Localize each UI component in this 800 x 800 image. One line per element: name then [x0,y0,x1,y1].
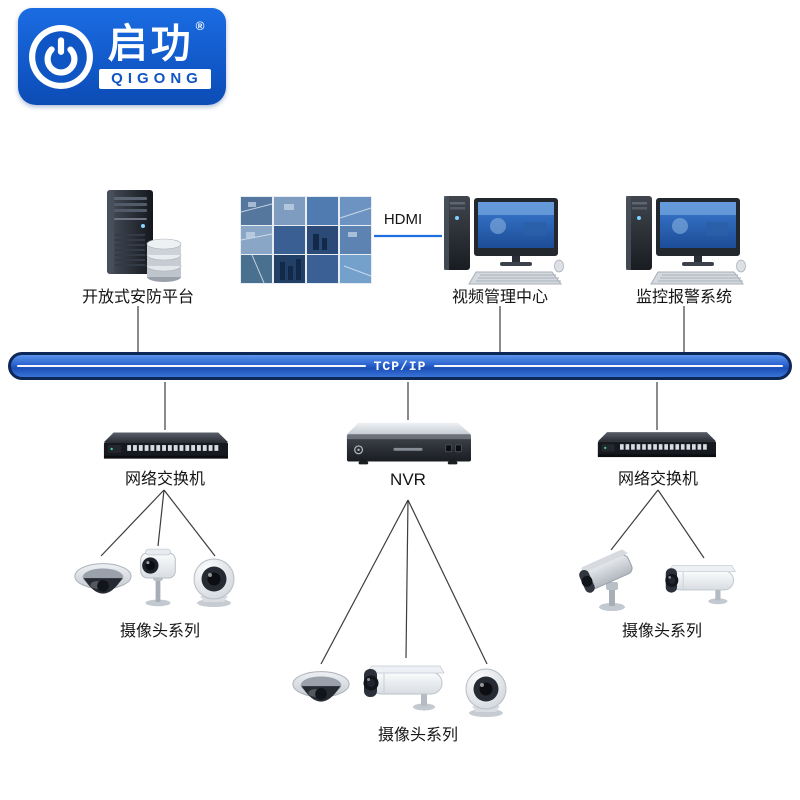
ptz-camera-icon [134,546,182,608]
cameras-left-label: 摄像头系列 [119,623,200,640]
registered-mark: ® [195,19,205,33]
video-center-pc-image [440,192,565,287]
platform-label: 开放式安防平台 [81,289,194,306]
alarm-system-label: 监控报警系统 [635,289,732,306]
switch-right-label: 网络交换机 [617,471,698,488]
video-wall-image [240,196,372,284]
tcpip-bus: TCP/IP [8,352,792,380]
bullet-camera-icon [664,560,744,606]
network-switch-right-image [596,430,716,462]
nvr-label: NVR [390,470,426,489]
bus-label: TCP/IP [373,358,427,374]
turret-camera-icon [186,556,242,608]
server-tower-image [95,188,185,283]
brand-text: 启功 [107,22,194,66]
cameras-right-label: 摄像头系列 [621,623,702,640]
qigong-logo-icon [29,24,93,89]
logo-text: 启功® QIGONG [94,20,216,89]
alarm-system-pc-image [622,192,747,287]
bus-line-right [434,365,783,367]
dome-camera-icon [72,558,134,608]
logo: 启功® QIGONG [18,8,226,105]
cameras-middle-label: 摄像头系列 [377,727,458,744]
dome-camera-icon [290,666,352,716]
network-switch-left-image [102,430,228,464]
video-center-label: 视频管理中心 [451,289,548,306]
bullet-camera-icon [362,660,454,712]
hdmi-label: HDMI [383,211,423,228]
turret-camera-icon [458,666,514,718]
brand-subtitle: QIGONG [99,69,211,89]
brand-name: 启功® [107,20,205,66]
bus-line-left [17,365,366,367]
bracket-camera-icon [576,548,646,612]
nvr-image [345,420,471,468]
switch-left-label: 网络交换机 [124,471,205,488]
